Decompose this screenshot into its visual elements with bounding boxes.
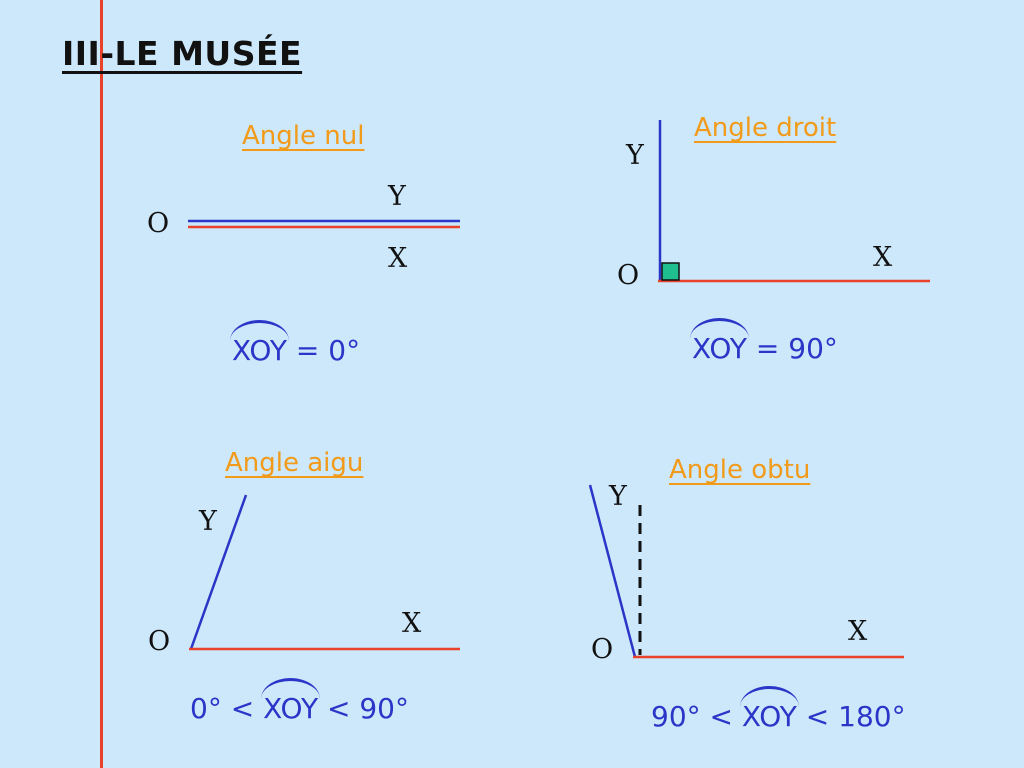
heading-angle-nul: Angle nul: [242, 121, 365, 151]
heading-angle-droit: Angle droit: [694, 113, 837, 143]
heading-angle-obtu: Angle obtu: [669, 455, 811, 485]
angle-xoy-hat: XOY: [739, 686, 799, 733]
formula-angle-droit: XOY = 90°: [689, 318, 838, 365]
aigu-label-y: Y: [199, 506, 217, 537]
obtu-ray-oy: [588, 484, 637, 658]
nul-label-y: Y: [388, 181, 406, 212]
heading-angle-aigu: Angle aigu: [225, 448, 364, 478]
nul-label-x: X: [388, 243, 408, 274]
angle-xoy-hat: XOY: [689, 318, 750, 365]
aigu-ray-oy: [189, 494, 248, 650]
formula-angle-aigu: 0° < XOY < 90°: [190, 678, 409, 725]
page-margin-line: [100, 0, 103, 768]
formula-angle-nul: XOY = 0°: [229, 320, 361, 367]
droit-label-y: Y: [626, 140, 644, 171]
droit-label-o: O: [617, 260, 640, 291]
obtu-label-y: Y: [609, 481, 627, 512]
formula-angle-obtu: 90° < XOY < 180°: [651, 686, 906, 733]
aigu-label-o: O: [148, 626, 171, 657]
obtu-label-x: X: [848, 616, 868, 647]
nul-label-o: O: [147, 208, 170, 239]
aigu-label-x: X: [402, 608, 422, 639]
angle-xoy-hat: XOY: [229, 320, 290, 367]
obtu-label-o: O: [591, 634, 614, 665]
angle-xoy-hat: XOY: [261, 678, 321, 725]
droit-label-x: X: [873, 242, 893, 273]
right-angle-marker: [661, 262, 680, 281]
page-title: III-LE MUSÉE: [62, 34, 303, 73]
